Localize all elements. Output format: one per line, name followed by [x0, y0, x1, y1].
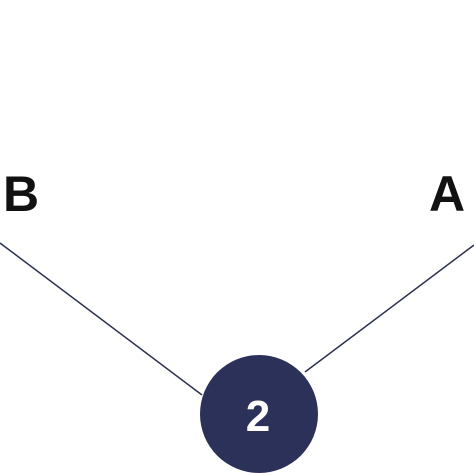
center-node-label: 2: [246, 392, 270, 441]
vertex-label-a: A: [429, 166, 465, 222]
vertex-label-b: B: [3, 166, 39, 222]
center-node: 2: [200, 355, 318, 473]
edge-b-to-node: [0, 242, 203, 396]
center-node-circle: [200, 355, 318, 473]
edge-a-to-node: [304, 244, 474, 373]
